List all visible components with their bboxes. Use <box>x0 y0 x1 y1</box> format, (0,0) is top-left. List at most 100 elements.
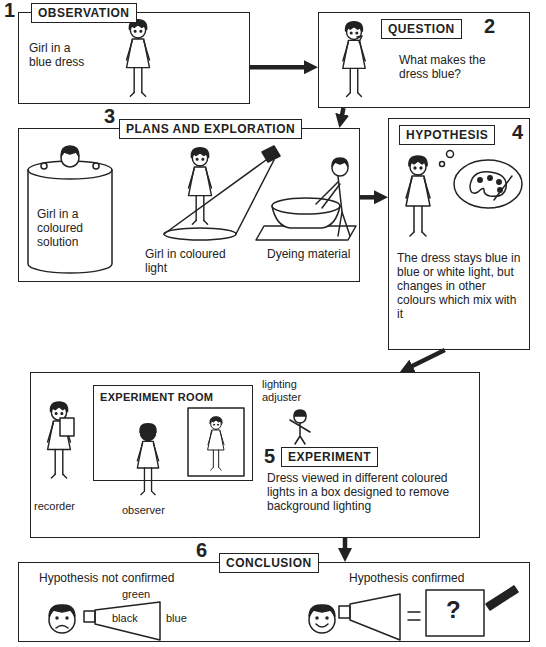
paint-dot <box>478 178 482 182</box>
thought-dot <box>440 162 445 167</box>
girl-figure <box>127 20 150 96</box>
frown <box>56 626 68 629</box>
sketch-caption: Girl in coloured light <box>145 247 249 275</box>
paint-brush <box>494 176 512 200</box>
paint-dot <box>488 176 492 180</box>
conclusion-sketch <box>49 586 518 640</box>
boy-figure <box>406 156 430 236</box>
figure-label: observer <box>122 504 165 517</box>
eye <box>56 617 58 619</box>
child-arms <box>316 182 340 208</box>
smile <box>316 624 328 627</box>
colour-label: green <box>122 588 150 601</box>
girl-hair <box>61 146 79 156</box>
hand-to-chin <box>357 36 362 42</box>
colour-label: blue <box>166 612 187 625</box>
child-legs <box>338 212 350 236</box>
adjuster-body <box>290 420 310 444</box>
lamp-beam <box>350 594 400 640</box>
question-mark: ? <box>446 598 461 622</box>
paint-dot <box>497 180 501 184</box>
step-number: 2 <box>484 16 495 36</box>
lamp-handle <box>84 611 95 622</box>
figure-label: lighting adjuster <box>262 378 322 404</box>
eye <box>316 617 318 619</box>
basin <box>272 206 340 228</box>
spotlight <box>262 146 280 162</box>
colour-label: black <box>112 612 138 625</box>
experiment-room-box: EXPERIMENT ROOM <box>93 385 253 481</box>
hair <box>49 605 75 616</box>
observation-panel: OBSERVATIONGirl in a blue dress <box>18 12 250 104</box>
equals-sign <box>408 612 420 620</box>
viewing-box <box>188 408 244 476</box>
panel-heading: OBSERVATION <box>31 3 137 23</box>
step-number: 4 <box>512 122 523 142</box>
child-hair <box>332 158 348 166</box>
panel-heading: CONCLUSION <box>219 553 319 573</box>
flow-arrow <box>406 350 445 369</box>
step-number: 5 <box>264 446 275 466</box>
flow-arrow <box>360 195 381 200</box>
girl-figure <box>343 22 365 97</box>
hypothesis-panel: HYPOTHESIS The dress stays blue in blue o… <box>388 118 530 350</box>
observation-sketch <box>127 20 150 96</box>
hypothesis-sketch <box>406 151 522 237</box>
paper-sheet <box>426 590 484 636</box>
panel-text: Girl in a blue dress <box>29 41 93 69</box>
panel-heading: PLANS AND EXPLORATION <box>119 119 302 139</box>
adjuster-hair <box>294 410 306 416</box>
sketch-caption: Girl in a coloured solution <box>37 207 107 249</box>
lamp-beam <box>95 602 160 640</box>
thought-dot <box>447 151 454 158</box>
flow-arrow <box>341 108 344 121</box>
paint-palette <box>470 172 506 197</box>
light-beam <box>164 160 274 234</box>
panel-text: The dress stays blue in blue or white li… <box>397 251 521 321</box>
step-number: 3 <box>104 106 115 126</box>
outcome-text: Hypothesis confirmed <box>349 571 464 585</box>
question-sketch <box>343 22 365 97</box>
recorder-figure <box>48 402 71 478</box>
pencil <box>486 586 518 610</box>
lamp-handle <box>339 606 350 618</box>
light-spot <box>164 228 236 240</box>
panel-heading: QUESTION <box>381 19 462 39</box>
flow-arrow <box>250 65 311 70</box>
room-heading: EXPERIMENT ROOM <box>100 390 213 404</box>
girl-figure <box>208 417 224 470</box>
coloured-light-sketch <box>164 146 280 240</box>
hair <box>309 605 335 616</box>
step-number: 1 <box>4 0 15 20</box>
step-number: 6 <box>196 540 207 560</box>
flow-arrow <box>343 538 348 555</box>
panel-text: What makes the dress blue? <box>399 53 491 81</box>
experiment-panel: EXPERIMENT Dress viewed in different colo… <box>30 372 480 538</box>
panel-heading: HYPOTHESIS <box>399 125 495 145</box>
question-panel: QUESTION What makes the dress blue? <box>318 12 530 108</box>
basin-rim <box>272 198 340 214</box>
sketches <box>28 20 522 640</box>
panel-heading: EXPERIMENT <box>281 447 378 467</box>
clipboard <box>60 418 74 436</box>
observer-figure <box>137 424 158 495</box>
dyeing-sketch <box>256 158 356 240</box>
child-body <box>338 176 342 212</box>
girl-figure <box>189 148 212 224</box>
eye <box>66 617 68 619</box>
observer-hair <box>141 426 156 441</box>
eye <box>326 617 328 619</box>
panel-text: Dress viewed in different coloured light… <box>267 471 472 513</box>
girl-hand <box>93 163 99 169</box>
plans-panel: PLANS AND EXPLORATIONGirl in a coloured … <box>18 128 360 282</box>
thought-bubble <box>454 160 522 208</box>
tank-body <box>28 170 112 273</box>
coloured-solution-sketch <box>28 146 112 273</box>
sketch-caption: Dyeing material <box>267 247 351 261</box>
adjuster-head <box>294 411 306 423</box>
figure-label: recorder <box>34 500 75 513</box>
girl-hand <box>41 163 47 169</box>
